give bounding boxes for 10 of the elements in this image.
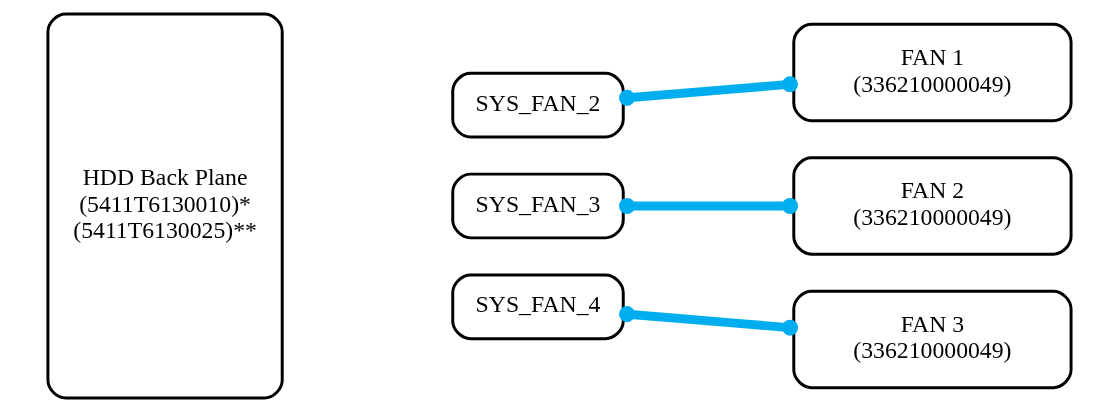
node-box: SYS_FAN_2 bbox=[450, 71, 625, 139]
node-box: FAN 3 (336210000049) bbox=[791, 289, 1073, 390]
connector bbox=[618, 306, 798, 336]
node-box: FAN 2 (336210000049) bbox=[791, 156, 1073, 256]
node-box: HDD Back Plane (5411T6130010)* (5411T6130025)** bbox=[45, 12, 284, 400]
connector bbox=[618, 76, 798, 106]
node-box: SYS_FAN_4 bbox=[450, 273, 625, 341]
node-box: SYS_FAN_3 bbox=[450, 172, 625, 240]
connector bbox=[618, 198, 798, 214]
node-box: FAN 1 (336210000049) bbox=[791, 22, 1073, 123]
